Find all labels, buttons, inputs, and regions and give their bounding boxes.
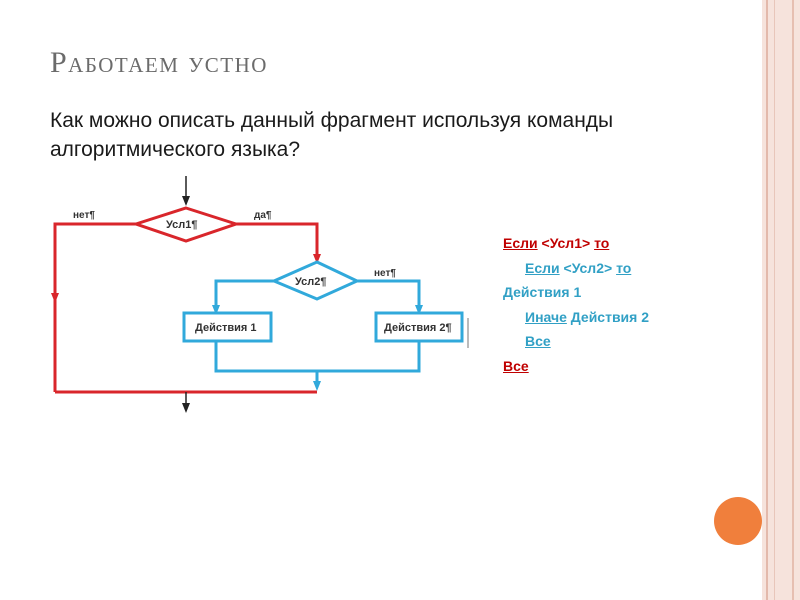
action-ref: Действия 2 [570, 308, 650, 325]
keyword-if: Если [525, 259, 560, 276]
keyword-end: Все [525, 333, 551, 349]
yes-label-1: да¶ [254, 210, 272, 221]
decorative-orange-circle [714, 497, 762, 545]
decorative-side-line [766, 0, 768, 600]
yes-branch-line-1 [236, 222, 321, 264]
action2-label: Действия 2¶ [384, 322, 452, 334]
code-line-1: Если <Усл1> то [503, 231, 649, 256]
action2-box [374, 311, 464, 343]
merge-line-2 [214, 341, 421, 373]
code-line-5: Все [503, 329, 649, 354]
condition2-diamond [270, 260, 361, 301]
keyword-then: то [594, 235, 610, 251]
condition2-label: Усл2¶ [295, 276, 327, 288]
no-branch-line-2 [357, 279, 423, 315]
keyword-else: Иначе [525, 308, 567, 325]
question-text: Как можно описать данный фрагмент исполь… [50, 109, 614, 161]
algorithm-code: Если <Усл1> то Если <Усл2> то Действия 1… [503, 231, 649, 378]
yes-branch-line-2 [212, 279, 274, 315]
code-line-3: Действия 1 [503, 280, 649, 305]
keyword-if: Если [503, 235, 538, 251]
action-ref: Действия 1 [503, 284, 582, 300]
action1-label: Действия 1 [195, 322, 256, 334]
slide-title: Работаем устно [50, 46, 268, 79]
no-label-1: нет¶ [73, 210, 95, 221]
no-branch-line-1 [51, 222, 136, 303]
condition-ref: <Усл1> [541, 235, 591, 251]
code-line-6: Все [503, 354, 649, 379]
no-label-2: нет¶ [374, 268, 396, 279]
condition-ref: <Усл2> [563, 259, 613, 276]
condition1-diamond [131, 206, 241, 243]
code-line-2: Если <Усл2> то [503, 256, 649, 281]
keyword-then: то [616, 259, 632, 276]
keyword-end: Все [503, 357, 529, 374]
decorative-side-line [792, 0, 794, 600]
action1-box [182, 311, 273, 343]
decorative-side-line [774, 0, 775, 600]
condition1-label: Усл1¶ [166, 219, 198, 231]
code-line-4: Иначе Действия 2 [503, 305, 649, 330]
